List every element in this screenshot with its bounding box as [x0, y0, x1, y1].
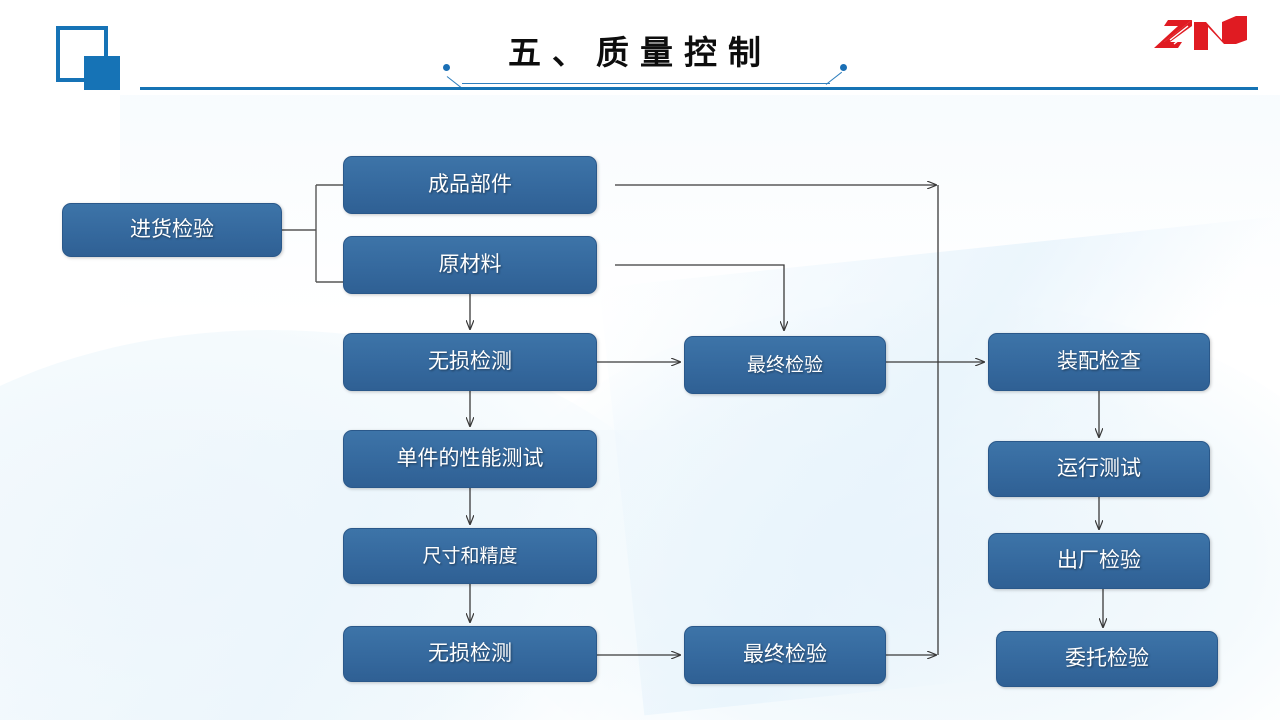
- flow-node-factory-inspection[interactable]: 出厂检验: [988, 533, 1210, 589]
- flow-node-final-inspection-lower[interactable]: 最终检验: [684, 626, 886, 684]
- flow-node-ndt-upper[interactable]: 无损检测: [343, 333, 597, 391]
- title-thin-rule: [462, 83, 830, 84]
- flow-node-dimension-accuracy[interactable]: 尺寸和精度: [343, 528, 597, 584]
- flow-node-incoming-inspection[interactable]: 进货检验: [62, 203, 282, 257]
- decorative-dot-left: [443, 64, 450, 71]
- flow-node-running-test[interactable]: 运行测试: [988, 441, 1210, 497]
- square-outline-icon: [56, 26, 108, 82]
- page-title: 五、质量控制: [508, 33, 772, 72]
- flow-node-finished-parts[interactable]: 成品部件: [343, 156, 597, 214]
- decorative-dot-right: [840, 64, 847, 71]
- flow-node-assembly-check[interactable]: 装配检查: [988, 333, 1210, 391]
- flow-node-entrusted-inspection[interactable]: 委托检验: [996, 631, 1218, 687]
- title-accent-rule: [140, 87, 1258, 90]
- square-filled-icon: [84, 56, 120, 90]
- flow-node-ndt-lower[interactable]: 无损检测: [343, 626, 597, 682]
- flow-node-final-inspection-upper[interactable]: 最终检验: [684, 336, 886, 394]
- flow-node-unit-performance-test[interactable]: 单件的性能测试: [343, 430, 597, 488]
- flow-node-raw-material[interactable]: 原材料: [343, 236, 597, 294]
- connector-raw-material-to-final-upper: [615, 264, 784, 330]
- company-logo-icon: [1154, 16, 1247, 50]
